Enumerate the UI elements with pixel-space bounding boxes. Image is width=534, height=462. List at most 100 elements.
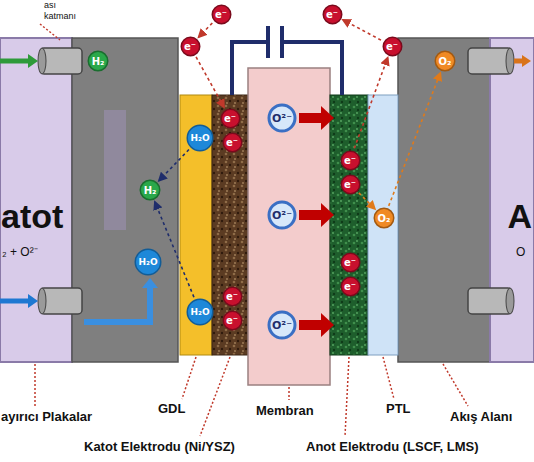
water-molecule: H₂O — [134, 248, 162, 276]
anode-electrode — [330, 95, 368, 355]
circle-shape — [435, 51, 455, 71]
gas-port — [38, 48, 82, 314]
inlet-arrow — [0, 54, 158, 322]
species-label: e⁻ — [344, 257, 356, 268]
circle-shape — [187, 299, 213, 325]
circle-shape — [135, 249, 161, 275]
electron-circle: e⁻ — [382, 36, 403, 57]
species-label: H₂ — [144, 185, 157, 196]
species-label: e⁻ — [215, 9, 227, 20]
leader-line — [35, 24, 468, 436]
electron-circle: e⁻ — [322, 4, 343, 25]
circle-shape — [269, 202, 295, 228]
species-label: e⁻ — [344, 281, 356, 292]
porous-transport-layer — [368, 95, 398, 355]
species-label: e⁻ — [224, 113, 236, 124]
electron-circle: e⁻ — [340, 174, 361, 195]
flow-connector — [343, 20, 381, 40]
circle-shape — [341, 151, 360, 170]
hydrogen-molecule: H₂ — [87, 50, 109, 72]
circle-shape — [374, 208, 394, 228]
electrode-title: A — [507, 198, 532, 235]
circle-shape — [181, 37, 200, 56]
circle-shape — [341, 277, 360, 296]
flow-connector — [359, 193, 375, 209]
electron-circle: e⁻ — [222, 286, 243, 307]
water-molecule: H₂O — [186, 298, 214, 326]
flow-channel — [104, 110, 126, 230]
circle-shape — [223, 311, 242, 330]
species-label: O²⁻ — [272, 112, 292, 125]
electron-circle: e⁻ — [211, 4, 232, 25]
ion-flow-arrow — [299, 106, 334, 337]
part-label: Anot Elektrodu (LSCF, LMS) — [306, 440, 479, 454]
electron-circle: e⁻ — [222, 310, 243, 331]
part-label: katmanı — [44, 12, 76, 22]
circle-shape — [221, 109, 240, 128]
species-label: e⁻ — [226, 291, 238, 302]
oxygen-molecule: O₂ — [373, 207, 395, 229]
flow-connector — [159, 150, 189, 181]
electron-circle: e⁻ — [180, 36, 201, 57]
circle-shape — [383, 37, 402, 56]
flow-connector — [196, 57, 224, 107]
flow-connector — [354, 58, 387, 149]
part-label: GDL — [158, 402, 185, 416]
part-label: Katot Elektrodu (Ni/YSZ) — [84, 440, 235, 454]
oxide-ion: O²⁻ — [267, 200, 297, 230]
circle-shape — [140, 180, 160, 200]
species-label: e⁻ — [386, 41, 398, 52]
species-label: O₂ — [378, 213, 391, 224]
membrane — [248, 68, 330, 385]
circle-shape — [269, 312, 295, 338]
flow-connector — [155, 202, 194, 297]
cathode-electrode — [212, 95, 248, 355]
circle-shape — [223, 133, 242, 152]
part-label: Akış Alanı — [450, 410, 512, 424]
species-label: e⁻ — [184, 41, 196, 52]
part-label: PTL — [386, 402, 411, 416]
flow-connector — [199, 23, 213, 37]
species-label: e⁻ — [344, 179, 356, 190]
electron-circle: e⁻ — [340, 150, 361, 171]
water-molecule: H₂O — [186, 124, 214, 152]
species-label: e⁻ — [226, 315, 238, 326]
oxide-ion: O²⁻ — [267, 103, 297, 133]
power-source-wire — [232, 26, 342, 95]
flow-field — [72, 38, 178, 362]
oxygen-molecule: O₂ — [434, 50, 456, 72]
circle-shape — [88, 51, 108, 71]
circle-shape — [223, 287, 242, 306]
gas-diffusion-layer — [180, 95, 212, 355]
outlet-arrow — [514, 55, 531, 67]
electron-circle: e⁻ — [340, 276, 361, 297]
electron-circle: e⁻ — [222, 132, 243, 153]
circle-shape — [341, 253, 360, 272]
species-label: e⁻ — [326, 9, 338, 20]
species-label: e⁻ — [344, 155, 356, 166]
electron-circle: e⁻ — [340, 252, 361, 273]
species-label: H₂O — [190, 133, 209, 143]
circle-shape — [187, 125, 213, 151]
electron-circle: e⁻ — [220, 108, 241, 129]
flow-connector — [389, 73, 441, 206]
circle-shape — [212, 5, 231, 24]
species-label: O²⁻ — [272, 209, 292, 222]
hydrogen-molecule: H₂ — [139, 179, 161, 201]
circle-shape — [269, 105, 295, 131]
species-label: O²⁻ — [272, 319, 292, 332]
species-label: H₂O — [138, 257, 157, 267]
part-label: O — [516, 246, 525, 259]
part-label: Membran — [256, 404, 314, 418]
part-label: ayırıcı Plakalar — [1, 410, 92, 424]
circle-shape — [341, 175, 360, 194]
species-label: H₂ — [92, 56, 105, 67]
species-label: e⁻ — [226, 137, 238, 148]
part-label: ₂ + O²⁻ — [2, 246, 38, 259]
gas-port — [468, 48, 514, 314]
circle-shape — [323, 5, 342, 24]
species-label: O₂ — [439, 56, 452, 67]
oxide-ion: O²⁻ — [267, 310, 297, 340]
